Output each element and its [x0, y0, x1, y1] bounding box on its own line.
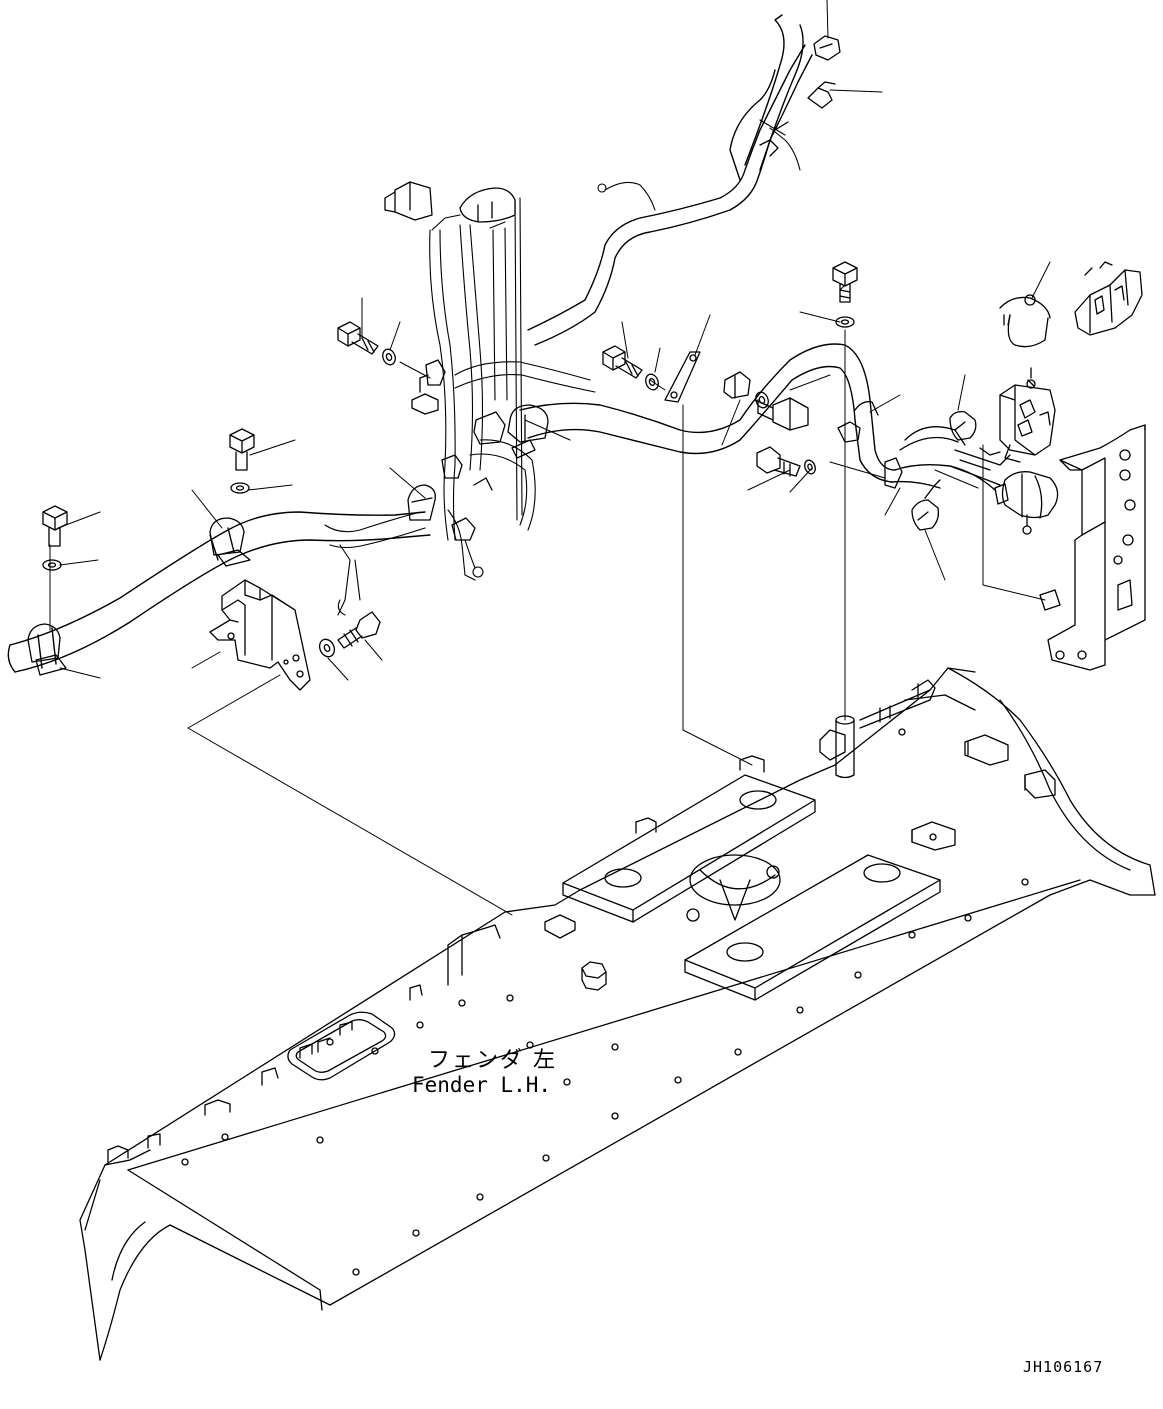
bolt-4	[756, 446, 801, 477]
bracket	[209, 579, 311, 691]
harness-wires	[324, 119, 801, 616]
bolt-3	[754, 397, 809, 431]
drawing-number: JH106167	[1023, 1358, 1103, 1376]
reference-lines	[49, 0, 1051, 916]
fender-label-jp: フェンダ 左	[428, 1048, 557, 1073]
mount-plate-left	[562, 755, 816, 923]
clamps	[27, 351, 903, 676]
solenoid-assembly	[899, 410, 1059, 535]
bolt-6	[229, 428, 255, 471]
bolt-8	[337, 611, 381, 649]
connectors	[384, 35, 841, 541]
side-bracket	[1039, 424, 1146, 671]
bolts	[42, 261, 858, 649]
washers	[42, 316, 855, 658]
bolt-2	[602, 345, 643, 379]
controller-unit	[999, 261, 1143, 463]
harness-main-tube	[7, 14, 1001, 673]
center-hole	[686, 854, 781, 922]
spacer-post	[835, 715, 855, 779]
bolt-7	[42, 505, 68, 547]
fender-label-en: Fender L.H.	[412, 1073, 551, 1097]
mount-plate-right	[684, 821, 956, 1001]
bolt-5	[832, 261, 858, 303]
bolt-1	[337, 321, 379, 355]
fender-lh	[79, 667, 1156, 1361]
